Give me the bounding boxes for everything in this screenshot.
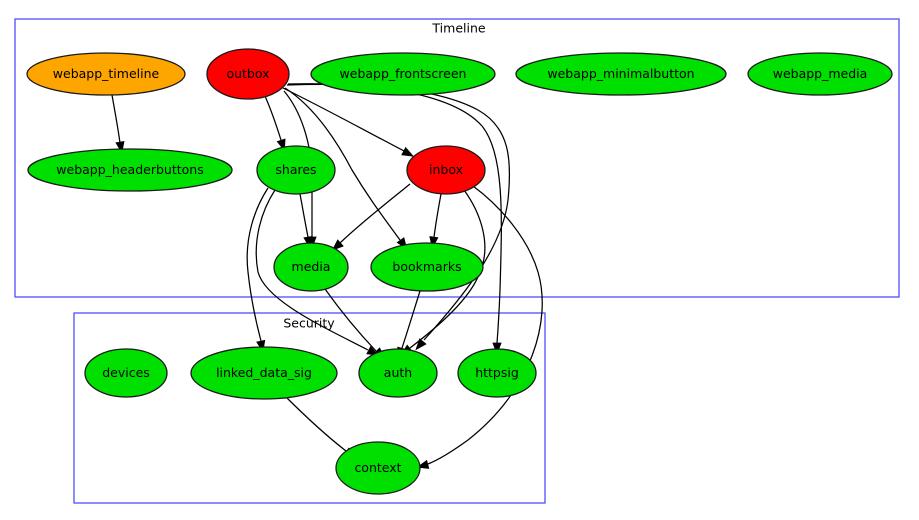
node-webapp_media[interactable]: webapp_media: [747, 52, 893, 96]
node-label-auth: auth: [384, 365, 412, 380]
cluster-security: Security: [73, 312, 546, 504]
node-webapp_minimalbutton[interactable]: webapp_minimalbutton: [515, 52, 727, 96]
node-shape-auth[interactable]: [358, 348, 438, 398]
edge-line: [339, 183, 411, 244]
edge-outbox-to-shares: [264, 95, 286, 152]
node-shape-webapp_timeline[interactable]: [26, 52, 186, 96]
node-label-webapp_headerbuttons: webapp_headerbuttons: [56, 162, 203, 177]
node-webapp_headerbuttons[interactable]: webapp_headerbuttons: [27, 148, 233, 192]
node-label-webapp_frontscreen: webapp_frontscreen: [340, 66, 467, 81]
edge-shares-to-media: [299, 193, 313, 249]
node-label-httpsig: httpsig: [475, 365, 519, 380]
edge-inbox-to-bookmarks: [429, 193, 442, 249]
node-webapp_timeline[interactable]: webapp_timeline: [26, 52, 186, 96]
node-label-bookmarks: bookmarks: [392, 259, 461, 274]
node-shape-inbox[interactable]: [406, 145, 486, 195]
edge-line: [284, 87, 401, 241]
cluster-border-timeline: [14, 18, 900, 298]
node-label-webapp_timeline: webapp_timeline: [53, 66, 160, 81]
node-label-webapp_media: webapp_media: [773, 66, 868, 81]
node-context[interactable]: context: [335, 441, 421, 495]
node-shape-httpsig[interactable]: [457, 348, 537, 398]
node-media[interactable]: media: [273, 242, 349, 292]
edge-line: [287, 83, 502, 344]
edge-webapp_timeline-to-webapp_headerbuttons: [111, 94, 125, 154]
edge-line: [299, 193, 309, 238]
node-label-linked_data_sig: linked_data_sig: [216, 365, 312, 380]
node-inbox[interactable]: inbox: [406, 145, 486, 195]
node-shape-webapp_frontscreen[interactable]: [310, 52, 496, 96]
cluster-label-security: Security: [283, 316, 335, 331]
node-auth[interactable]: auth: [358, 348, 438, 398]
node-shape-context[interactable]: [335, 441, 421, 495]
edge-inbox-to-media: [331, 183, 411, 251]
edge-outbox-to-auth: [286, 83, 511, 351]
edge-arrowhead: [415, 338, 427, 351]
node-label-media: media: [292, 259, 331, 274]
edge-line: [286, 83, 511, 341]
cluster-timeline: Timeline: [14, 18, 900, 298]
edge-line: [324, 288, 377, 352]
edge-arrowhead: [401, 146, 415, 157]
node-linked_data_sig[interactable]: linked_data_sig: [190, 346, 338, 400]
edge-line: [282, 87, 405, 152]
node-label-outbox: outbox: [226, 66, 269, 81]
node-shape-outbox[interactable]: [206, 48, 290, 100]
node-webapp_frontscreen[interactable]: webapp_frontscreen: [310, 52, 496, 96]
node-bookmarks[interactable]: bookmarks: [370, 242, 484, 292]
node-shares[interactable]: shares: [256, 145, 336, 195]
node-label-shares: shares: [275, 162, 316, 177]
edge-line: [111, 94, 121, 144]
node-devices[interactable]: devices: [84, 348, 168, 398]
edge-linked_data_sig-to-context: [284, 395, 356, 459]
edge-line: [433, 193, 442, 238]
edge-line: [255, 189, 369, 351]
edge-arrowhead: [331, 239, 344, 251]
node-shape-webapp_minimalbutton[interactable]: [515, 52, 727, 96]
edge-line: [284, 395, 347, 452]
node-label-context: context: [354, 460, 401, 475]
node-shape-media[interactable]: [273, 242, 349, 292]
node-shape-linked_data_sig[interactable]: [190, 346, 338, 400]
node-shape-bookmarks[interactable]: [370, 242, 484, 292]
edge-outbox-to-inbox: [282, 87, 415, 157]
cluster-label-timeline: Timeline: [431, 21, 485, 36]
node-label-devices: devices: [102, 365, 150, 380]
node-shape-webapp_headerbuttons[interactable]: [27, 148, 233, 192]
node-shape-devices[interactable]: [84, 348, 168, 398]
node-label-webapp_minimalbutton: webapp_minimalbutton: [547, 66, 694, 81]
edge-line: [246, 187, 269, 342]
edge-line: [427, 185, 543, 465]
edge-line: [264, 95, 282, 141]
edge-line: [401, 290, 421, 349]
node-label-inbox: inbox: [429, 162, 463, 177]
cluster-border-security: [73, 312, 546, 504]
node-outbox[interactable]: outbox: [206, 48, 290, 100]
node-shape-webapp_media[interactable]: [747, 52, 893, 96]
node-httpsig[interactable]: httpsig: [457, 348, 537, 398]
node-shape-shares[interactable]: [256, 145, 336, 195]
